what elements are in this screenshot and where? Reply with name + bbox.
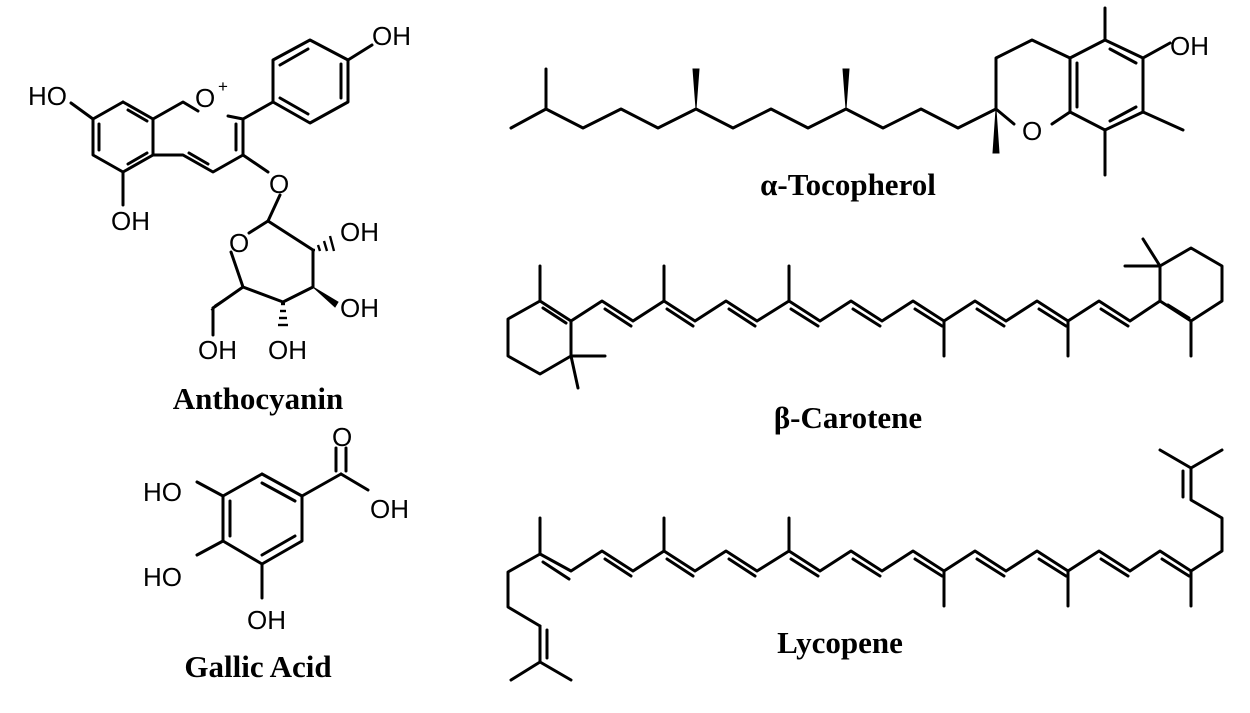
carotene-structure: β-Carotene bbox=[506, 237, 1224, 435]
atom-label-oh: OH bbox=[268, 335, 307, 365]
gallic-acid-name: Gallic Acid bbox=[184, 649, 331, 684]
anthocyanin-bonds bbox=[69, 38, 374, 337]
atom-label-o: O bbox=[1022, 116, 1042, 146]
lycopene-bonds bbox=[506, 448, 1224, 682]
gallic-acid-bonds bbox=[195, 446, 370, 600]
carotene-bonds bbox=[506, 237, 1224, 390]
atom-label-ho: HO bbox=[143, 477, 182, 507]
tocopherol-bonds bbox=[509, 6, 1185, 177]
atom-label-o: O bbox=[332, 422, 352, 452]
atom-charge: + bbox=[218, 77, 228, 96]
atom-label-oh: OH bbox=[1170, 31, 1209, 61]
gallic-acid-structure: O OH HO HO OH Gallic Acid bbox=[143, 422, 409, 684]
atom-label-oh: OH bbox=[370, 494, 409, 524]
anthocyanin-name: Anthocyanin bbox=[173, 381, 344, 416]
hash-bond bbox=[278, 302, 288, 327]
atom-label-o: O bbox=[269, 169, 289, 199]
atom-label-oh: OH bbox=[340, 293, 379, 323]
tocopherol-stereo-bonds bbox=[692, 68, 1000, 154]
tocopherol-structure: OH O α-Tocopherol bbox=[509, 6, 1209, 202]
atom-label-ho: HO bbox=[143, 562, 182, 592]
anthocyanin-structure: OH HO O + OH O O OH OH OH OH Anthocyanin bbox=[28, 21, 411, 416]
hash-bond bbox=[313, 235, 336, 252]
atom-label-oh: OH bbox=[111, 206, 150, 236]
atom-label-oh: OH bbox=[198, 335, 237, 365]
anthocyanin-stereo-bonds bbox=[210, 235, 339, 327]
atom-label-oh: OH bbox=[247, 605, 286, 635]
atom-label-ho: HO bbox=[28, 81, 67, 111]
atom-label-o: O bbox=[195, 83, 215, 113]
atom-label-oh: OH bbox=[372, 21, 411, 51]
atom-label-oh: OH bbox=[340, 217, 379, 247]
tocopherol-name: α-Tocopherol bbox=[760, 167, 936, 202]
atom-label-o: O bbox=[229, 228, 249, 258]
lycopene-structure: Lycopene bbox=[506, 448, 1224, 682]
lycopene-name: Lycopene bbox=[777, 625, 903, 660]
carotene-name: β-Carotene bbox=[774, 400, 922, 435]
